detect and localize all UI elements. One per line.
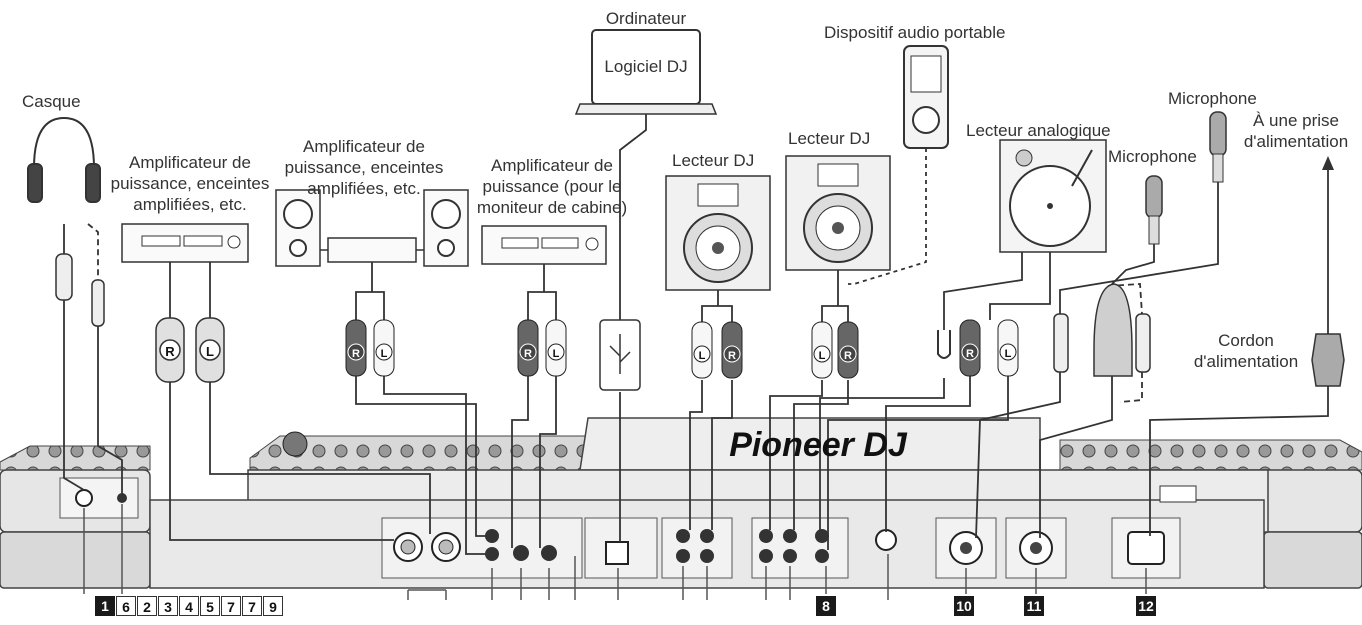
callout-12: 12 — [1136, 596, 1156, 616]
plug-letter: R — [728, 350, 736, 362]
callout-11: 11 — [1024, 596, 1044, 616]
plug-letter: L — [381, 348, 388, 360]
plug-letter: R — [844, 350, 852, 362]
rca-pair: L R — [691, 321, 743, 379]
cables — [63, 114, 1329, 555]
plug-letter: L — [206, 344, 214, 359]
usb-icon — [609, 334, 631, 374]
amp-booth-icon — [481, 225, 607, 265]
microphone-icon — [1145, 111, 1227, 245]
callout-lines — [83, 504, 1147, 600]
plug-letter: L — [699, 350, 706, 362]
callout-5: 5 — [200, 596, 220, 616]
rca-pair: L R — [811, 321, 859, 379]
plug-letter: R — [165, 344, 175, 359]
rca-pair: R L — [959, 319, 1019, 377]
dj-player-icon — [785, 155, 891, 271]
label-portable-audio: Dispositif audio portable — [824, 23, 1006, 42]
plug-letter: R — [524, 348, 532, 360]
callout-4: 4 — [179, 596, 199, 616]
label-dj-player-2: Lecteur DJ — [788, 129, 871, 148]
label-computer: Ordinateur — [605, 9, 687, 28]
label-microphone-2: Microphone — [1168, 89, 1257, 108]
label-amp-booth-monitor: Amplificateur de puissance (pour le moni… — [476, 156, 628, 217]
plug-letter: L — [1005, 348, 1012, 360]
label-headphones: Casque — [22, 92, 81, 111]
callout-7b: 7 — [242, 596, 262, 616]
callout-1: 1 — [95, 596, 115, 616]
rca-pair: R L — [345, 319, 395, 377]
plug-master-l: L — [195, 317, 225, 383]
laptop-icon — [574, 29, 718, 115]
plug-letter: R — [352, 348, 360, 360]
label-power-cord: Cordon d'alimentation — [1193, 331, 1299, 371]
plug-letter: L — [553, 348, 560, 360]
label-dj-player-1: Lecteur DJ — [672, 151, 755, 170]
callout-3: 3 — [158, 596, 178, 616]
plug-master-r: R — [155, 317, 185, 383]
rca-pair: R L — [517, 319, 567, 377]
callout-6: 6 — [116, 596, 136, 616]
plug-letter: L — [819, 350, 826, 362]
amp-master-icon — [121, 223, 249, 263]
speakers-icon — [275, 189, 469, 267]
callout-8: 8 — [816, 596, 836, 616]
callout-7: 7 — [221, 596, 241, 616]
label-power-outlet: À une prise d'alimentation — [1243, 111, 1349, 151]
callout-10: 10 — [954, 596, 974, 616]
label-microphone-1: Microphone — [1108, 147, 1197, 166]
turntable-icon — [999, 139, 1107, 253]
label-computer-screen: Logiciel DJ — [604, 57, 688, 76]
plug-letter: R — [966, 348, 974, 360]
callout-9: 9 — [263, 596, 283, 616]
brand-logo: Pioneer DJ — [729, 426, 908, 464]
label-analog-player: Lecteur analogique — [966, 121, 1111, 140]
arrow-up-icon — [1322, 156, 1334, 170]
callout-2: 2 — [137, 596, 157, 616]
controller-body — [0, 417, 1362, 589]
portable-audio-icon — [903, 45, 949, 149]
dj-player-icon — [665, 175, 771, 291]
label-amp-booth-speakers: Amplificateur de puissance, enceintes am… — [284, 137, 444, 198]
label-amp-master: Amplificateur de puissance, enceintes am… — [110, 153, 270, 214]
headphones-icon — [27, 116, 101, 203]
